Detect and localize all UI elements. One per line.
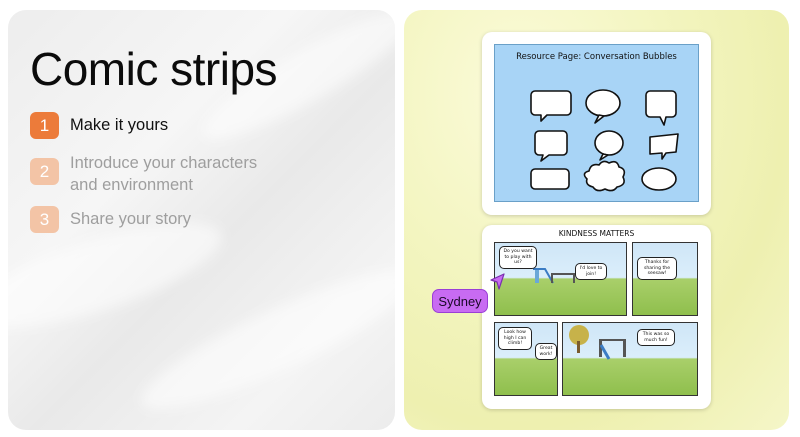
speech-bubble: Look how high I can climb! [498, 327, 532, 350]
resource-page: Resource Page: Conversation Bubbles [494, 44, 699, 202]
collaborator-cursor-label: Sydney [432, 289, 488, 313]
cursor-arrow-icon [490, 273, 505, 290]
preview-panel: Resource Page: Conversation Bubbles [404, 10, 789, 430]
speech-bubble: This was so much fun! [637, 329, 675, 347]
comic-panel-3: Look how high I can climb! Great work! [494, 322, 558, 396]
speech-bubble: Do you want to play with us? [499, 246, 537, 269]
steps-panel: Comic strips 1 Make it yours 2 Introduce… [8, 10, 395, 430]
resource-page-card[interactable]: Resource Page: Conversation Bubbles [482, 32, 711, 215]
step-label: Introduce your characters and environmen… [70, 154, 258, 194]
speech-bubble: Great work! [535, 343, 557, 361]
step-number: 2 [30, 158, 59, 185]
comic-panel-4: This was so much fun! [562, 322, 698, 396]
comic-card[interactable]: KINDNESS MATTERS Do you want to play wit… [482, 225, 711, 409]
comic-panel-2: Thanks for sharing the seesaw! [632, 242, 698, 316]
comic-title: KINDNESS MATTERS [558, 229, 635, 238]
page-title: Comic strips [30, 43, 278, 95]
step-label: Make it yours [70, 116, 169, 134]
step-number: 1 [30, 112, 59, 139]
speech-bubble: I'd love to join! [575, 263, 607, 281]
speech-bubble: Thanks for sharing the seesaw! [637, 257, 677, 280]
speech-bubble-set [530, 89, 679, 192]
resource-page-title: Resource Page: Conversation Bubbles [516, 52, 677, 62]
step-number: 3 [30, 206, 59, 233]
step-label: Share your story [70, 210, 192, 228]
comic-panel-1: Do you want to play with us? I'd love to… [494, 242, 627, 316]
step-item-2[interactable]: 2 Introduce your characters and environm… [30, 152, 280, 196]
playground-scene [569, 325, 626, 360]
step-item-3[interactable]: 3 Share your story [30, 206, 290, 233]
step-item-1[interactable]: 1 Make it yours [30, 112, 290, 139]
